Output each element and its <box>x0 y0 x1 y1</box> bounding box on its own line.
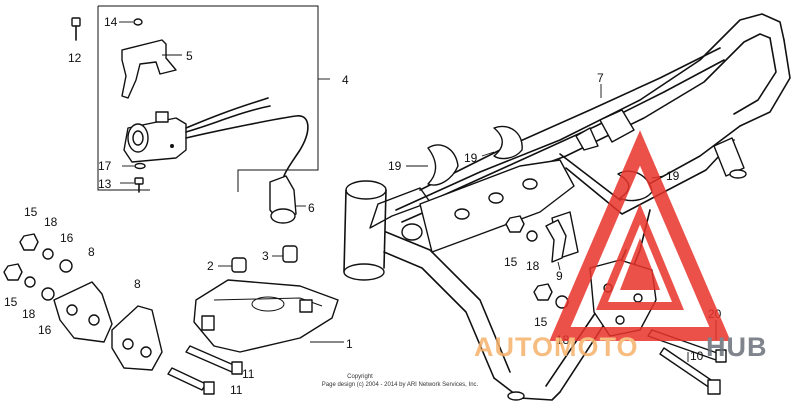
part-6-plug-cap <box>269 175 306 224</box>
left-fastener-stack <box>3 233 73 301</box>
callout-12: 12 <box>68 51 82 65</box>
callout-15c: 15 <box>504 255 518 269</box>
part-19-clamp-b <box>481 125 523 160</box>
callout-15b: 15 <box>4 295 18 309</box>
callout-11a: 11 <box>242 367 255 381</box>
copyright-notice: Page design (c) 2004 - 2014 by ARI Netwo… <box>322 382 479 388</box>
callout-18a: 18 <box>44 215 58 229</box>
watermark-text-automoto: AUTOMOTO <box>474 332 639 362</box>
callout-6: 6 <box>308 201 315 215</box>
part-17-washer <box>122 162 146 170</box>
callout-8b: 8 <box>134 277 141 291</box>
part-19-clamp-a <box>406 144 459 186</box>
coil-assembly-box <box>97 5 330 192</box>
callout-15d: 15 <box>534 315 548 329</box>
callout-17: 17 <box>98 159 112 173</box>
callout-15a: 15 <box>24 205 38 219</box>
part-8-plate-right <box>111 305 163 371</box>
group-bracket-line <box>98 5 319 192</box>
watermark-triangle-core <box>620 238 660 290</box>
part-13-screw <box>120 177 144 193</box>
automotohub-watermark: AUTOMOTO HUB <box>474 130 768 362</box>
callout-11b: 11 <box>230 383 243 397</box>
part-11-bolt-lower <box>167 367 215 395</box>
watermark-text-hub: HUB <box>706 332 768 362</box>
part-4-ignition-coil <box>123 97 309 177</box>
part-9-bracket <box>545 219 567 271</box>
callout-7: 7 <box>597 71 604 85</box>
watermark-triangle-outer <box>549 130 731 341</box>
callout-19a: 19 <box>388 159 402 173</box>
part-14-screw <box>119 18 143 26</box>
callout-16b: 16 <box>38 323 52 337</box>
callout-5: 5 <box>186 49 193 63</box>
part-12-bolt <box>71 17 81 41</box>
callout-1: 1 <box>346 337 353 351</box>
part-1-skid-plate <box>193 279 344 353</box>
callout-10: 10 <box>690 349 704 363</box>
part-11-bolt-upper <box>185 345 243 375</box>
callout-9: 9 <box>556 269 563 283</box>
watermark-triangle-inner <box>596 203 684 310</box>
part-5-coil-bracket <box>121 39 182 99</box>
copyright-title: Copyright <box>347 374 373 380</box>
callout-16a: 16 <box>60 231 74 245</box>
callout-19b: 19 <box>464 151 478 165</box>
group-left-line <box>97 6 150 191</box>
part-8-plate-left <box>53 281 113 343</box>
callout-14: 14 <box>104 15 118 29</box>
right-fastener-stack <box>505 215 569 309</box>
callout-13: 13 <box>98 177 112 191</box>
callout-18b: 18 <box>22 307 36 321</box>
callout-3: 3 <box>262 249 269 263</box>
steering-head-top <box>345 180 387 200</box>
callout-2: 2 <box>207 259 214 273</box>
part-2-collar <box>218 257 247 273</box>
callout-19c: 19 <box>666 169 680 183</box>
part-10-long-bolt <box>659 347 721 395</box>
callout-4: 4 <box>342 73 349 87</box>
callout-8a: 8 <box>88 245 95 259</box>
part-3-collar <box>272 245 298 263</box>
callout-labels: 1 2 3 4 5 6 7 8 8 9 10 11 11 12 13 14 15… <box>4 15 722 397</box>
callout-18c: 18 <box>526 259 540 273</box>
